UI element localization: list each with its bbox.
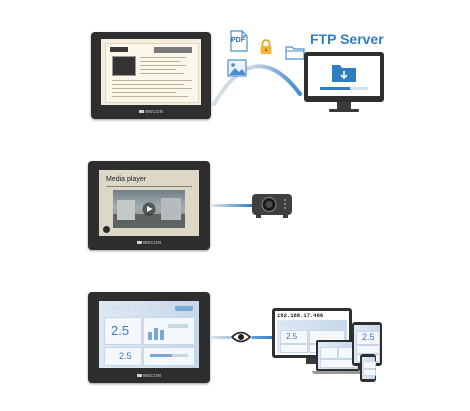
laptop-base	[312, 371, 364, 374]
document-logo	[110, 47, 128, 52]
media-player-title: Media player	[106, 176, 147, 183]
monitoring-badge	[175, 306, 193, 311]
projector-icon	[250, 190, 296, 229]
video-frame	[113, 190, 185, 228]
hmi-brand-logo: WECON	[88, 373, 210, 378]
monitoring-title: Smart HMI Monitoring	[105, 305, 164, 311]
download-progress-track	[320, 87, 368, 90]
hmi-screen-document	[101, 39, 201, 105]
monitor-frame	[304, 52, 384, 102]
remote-value-main: 2.5	[286, 332, 298, 341]
play-icon[interactable]	[142, 202, 156, 216]
folder-download-icon	[332, 65, 356, 82]
document-header-box	[154, 47, 192, 53]
hmi-device-ftp: WECON	[91, 32, 211, 119]
video-scene-machine-right	[161, 198, 181, 220]
hmi-device-monitoring: Smart HMI Monitoring 2.5 2.5 WECON	[88, 292, 210, 383]
pdf-file-icon: PDF	[229, 30, 249, 57]
monitor-base	[329, 109, 359, 112]
projector-connector	[210, 204, 252, 207]
media-title-underline	[106, 186, 192, 187]
desktop-monitor-icon	[304, 52, 384, 114]
pdf-label: PDF	[231, 37, 245, 44]
remote-monitor-stand	[306, 358, 318, 364]
hmi-brand-logo: WECON	[88, 240, 210, 245]
monitoring-card-main: 2.5	[104, 317, 142, 345]
monitoring-card-chart	[143, 317, 195, 345]
hmi-screen-media: Media player	[99, 170, 199, 236]
monitoring-value-main: 2.5	[111, 323, 130, 338]
phone-icon	[360, 354, 376, 382]
remote-ip-address: 192.168.17.466	[277, 312, 324, 319]
screen-home-button[interactable]	[103, 226, 110, 233]
monitoring-card-secondary: 2.5	[104, 347, 142, 366]
transfer-arc	[212, 64, 302, 106]
hmi-screen-monitoring: Smart HMI Monitoring 2.5 2.5	[99, 301, 199, 368]
hmi-device-media: Media player WECON	[88, 161, 210, 250]
padlock-icon	[259, 39, 273, 60]
phone-screen	[361, 357, 376, 379]
hmi-brand-logo: WECON	[91, 109, 211, 114]
monitoring-card-gauge	[143, 347, 195, 366]
document-product-image	[112, 56, 136, 76]
monitoring-value-secondary: 2.5	[119, 351, 132, 361]
tablet-value: 2.5	[362, 332, 375, 342]
laptop-screen	[318, 342, 358, 369]
video-scene-machine-left	[117, 200, 135, 220]
monitor-stand	[337, 102, 351, 109]
document-page	[105, 43, 199, 103]
monitor-screen	[308, 56, 380, 96]
remote-monitoring-title: Smart HMI Monitoring	[280, 322, 324, 327]
folder-icon	[285, 44, 305, 65]
eye-icon	[229, 326, 253, 353]
ftp-server-title: FTP Server	[310, 31, 384, 47]
image-file-icon	[227, 58, 247, 83]
download-progress-fill	[320, 87, 350, 90]
